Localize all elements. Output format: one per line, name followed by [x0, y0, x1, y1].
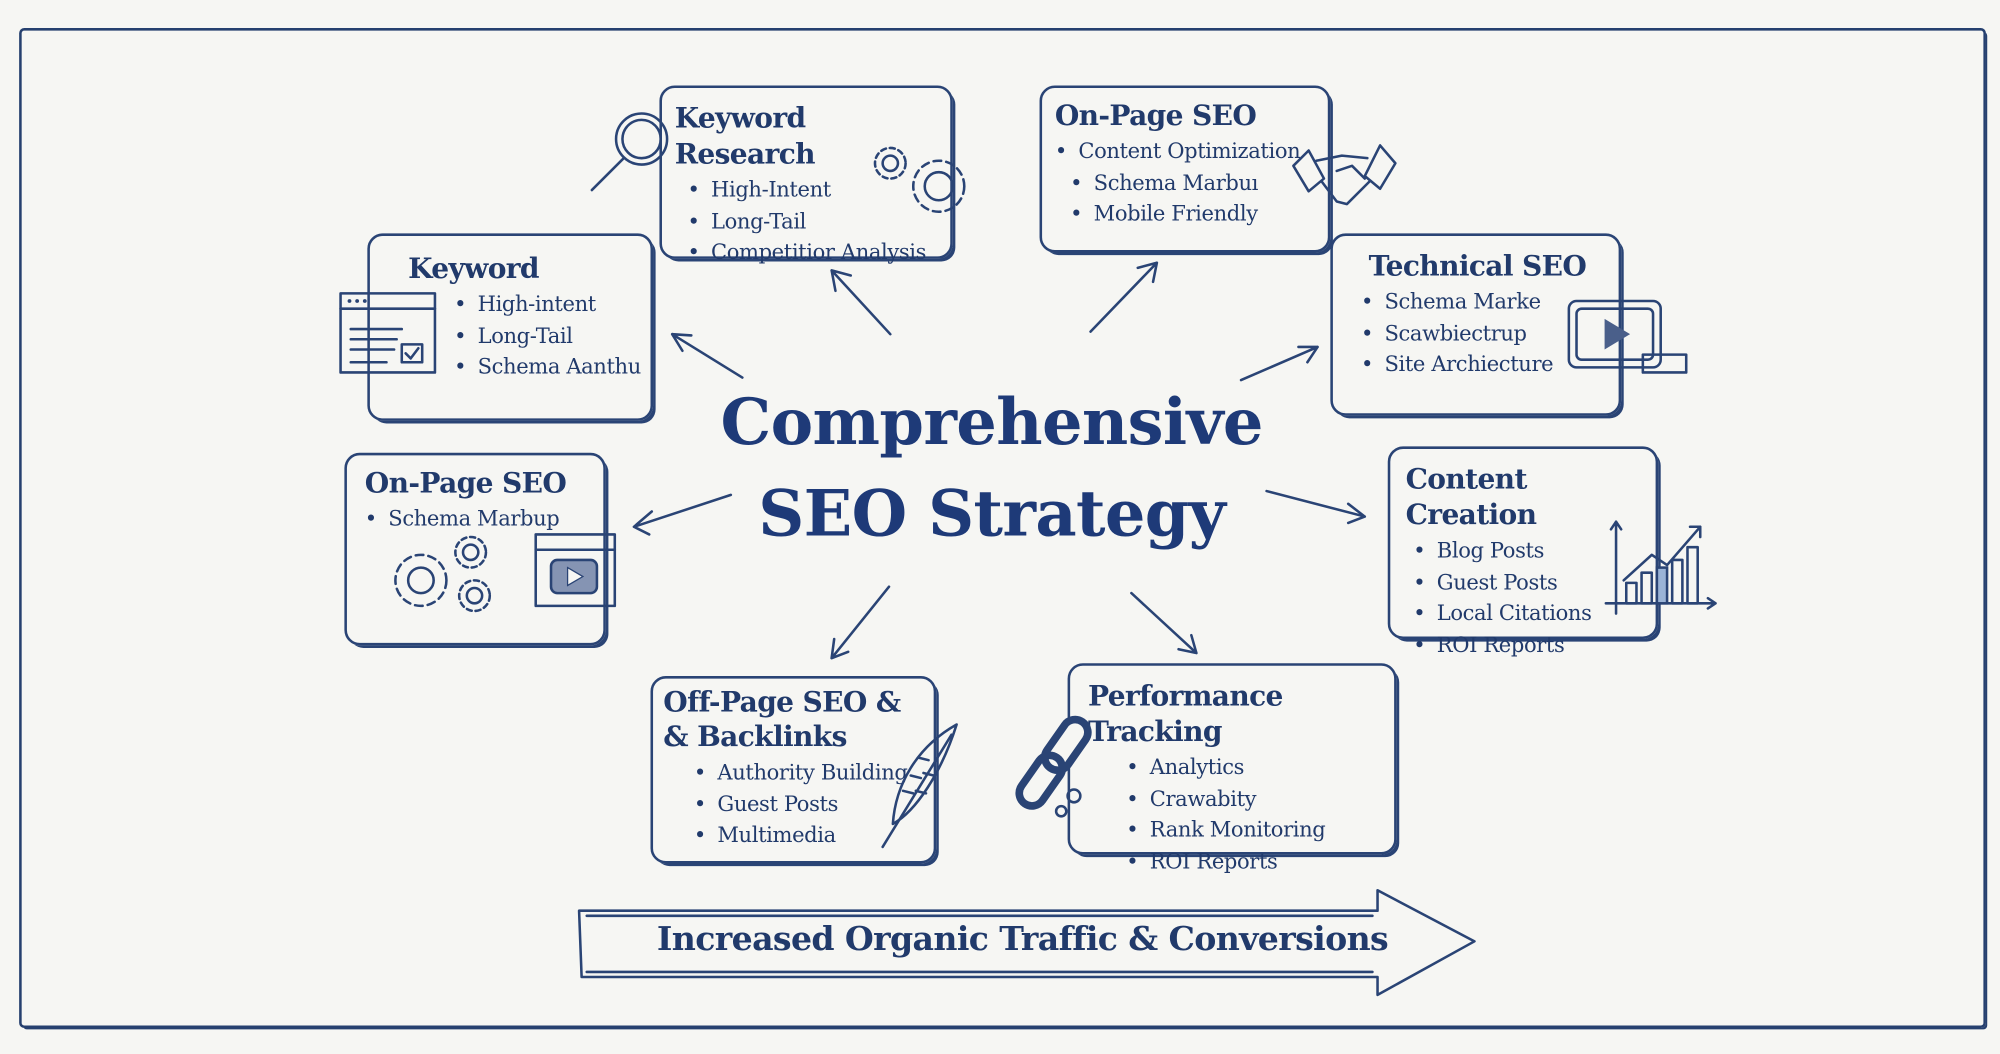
- magnifier-icon: [590, 112, 669, 192]
- card-off-page-seo: Off-Page SEO & & Backlinks Authority Bui…: [650, 676, 937, 864]
- arrow-to-technical-seo: [1239, 345, 1319, 382]
- arrow-to-performance-tracking: [1130, 591, 1198, 655]
- title-line-2: SEO Strategy: [758, 475, 1226, 552]
- gears-icon: [394, 535, 492, 613]
- arrow-to-content-creation: [1265, 489, 1367, 525]
- gears-icon: [873, 146, 966, 214]
- list-item: ROI Reports: [1126, 846, 1394, 877]
- list-item: Content Optimization: [1055, 136, 1328, 167]
- card-title: Keyword: [408, 252, 539, 286]
- card-title: Content Creation: [1405, 463, 1537, 532]
- list-item: Crawabity: [1126, 784, 1394, 815]
- result-arrow: [577, 889, 1476, 997]
- video-window-icon: [534, 533, 617, 608]
- card-title: Off-Page SEO & & Backlinks: [663, 686, 901, 754]
- card-keyword: Keyword High-intent Long-Tail Schema Aan…: [367, 233, 654, 421]
- list-item: Authority Building: [694, 758, 934, 789]
- arrow-to-off-page-seo: [830, 585, 891, 660]
- card-title: On-Page SEO: [364, 466, 567, 500]
- chain-link-icon: [1015, 715, 1092, 818]
- list-item: Site Archiecture: [1361, 349, 1619, 380]
- list-item: Long-Tail: [454, 321, 650, 352]
- list-item: Competitior Analysis: [687, 237, 950, 268]
- card-keyword-research: Keyword Research High-Intent Long-Tail C…: [659, 85, 953, 264]
- list-item: Schema Marke: [1361, 287, 1619, 318]
- arrow-to-keyword-research: [830, 269, 892, 336]
- video-monitor-icon: [1567, 299, 1688, 374]
- list-item: Guest Posts: [694, 789, 934, 820]
- growth-chart-icon: [1604, 520, 1717, 615]
- arrow-to-on-page-seo-top: [1089, 261, 1159, 333]
- outer-frame: [19, 28, 1986, 1029]
- card-on-page-seo-left: On-Page SEO Schema Marbup: [344, 452, 606, 646]
- browser-window-icon: [339, 292, 437, 374]
- result-label: Increased Organic Traffic & Conversions: [656, 920, 1389, 960]
- card-technical-seo: Technical SEO Schema Marke Scawbiectrup …: [1330, 233, 1622, 416]
- list-item: Long-Tail: [687, 206, 950, 237]
- feather-icon: [881, 723, 958, 849]
- handshake-icon: [1292, 144, 1397, 206]
- card-title: Performance Tracking: [1088, 679, 1283, 749]
- list-item: Guest Posts: [1413, 567, 1655, 598]
- central-title: Comprehensive SEO Strategy: [689, 376, 1295, 560]
- card-title: On-Page SEO: [1054, 99, 1257, 133]
- card-title: Technical SEO: [1368, 249, 1587, 284]
- list-item: Schema Aanthu: [454, 352, 650, 383]
- list-item: Analytics: [1126, 753, 1394, 784]
- list-item: Scawbiectrup: [1361, 318, 1619, 349]
- card-title: Keyword Research: [674, 102, 816, 171]
- list-item: High-Intent: [687, 175, 950, 206]
- card-content-creation: Content Creation Blog Posts Guest Posts …: [1387, 446, 1659, 656]
- list-item: Blog Posts: [1413, 536, 1655, 567]
- list-item: Local Citations: [1413, 598, 1655, 629]
- list-item: Schema Marbuı: [1070, 168, 1328, 199]
- title-line-1: Comprehensive: [720, 383, 1264, 460]
- list-item: Schema Marbup: [365, 504, 604, 535]
- list-item: ROI Reports: [1413, 629, 1655, 660]
- list-item: High-intent: [454, 290, 650, 321]
- list-item: Multimedia: [694, 820, 934, 851]
- card-on-page-seo-top: On-Page SEO Content Optimization Schema …: [1039, 85, 1331, 253]
- card-performance-tracking: Performance Tracking Analytics Crawabity…: [1067, 663, 1397, 873]
- arrow-to-on-page-seo-left: [632, 493, 733, 536]
- arrow-to-keyword: [670, 332, 744, 379]
- list-item: Rank Monitoring: [1126, 815, 1394, 846]
- list-item: Mobile Friendly: [1070, 199, 1328, 230]
